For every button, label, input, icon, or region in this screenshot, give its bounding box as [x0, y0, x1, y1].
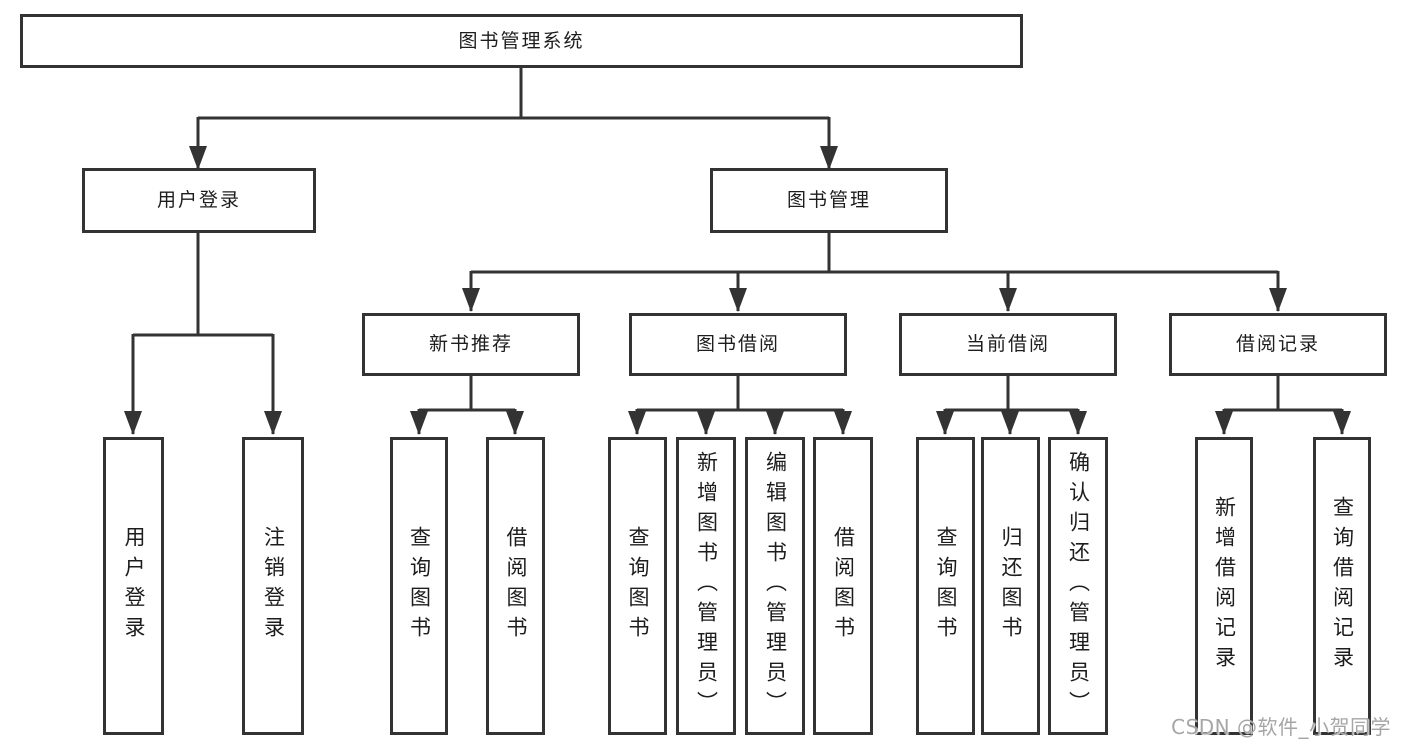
- leaf-cb-confirm-return-admin: 确认归还（管理员）: [1048, 437, 1108, 735]
- connector-book-mgmt-to-level3: [462, 233, 1287, 312]
- connector-borrow-records-children: [1215, 376, 1351, 435]
- node-book-management: 图书管理: [710, 168, 948, 233]
- node-user-login: 用户登录: [82, 168, 316, 233]
- leaf-cb-query-books: 查询图书: [916, 437, 975, 735]
- node-new-book-recommend: 新书推荐: [362, 313, 580, 376]
- leaf-bb-query-books: 查询图书: [608, 437, 667, 735]
- leaf-bb-borrow-books: 借阅图书: [813, 437, 873, 735]
- node-borrow-records: 借阅记录: [1169, 313, 1387, 376]
- csdn-watermark: CSDN @软件_小贺同学: [1171, 715, 1391, 739]
- connector-root-to-level2: [189, 68, 838, 170]
- leaf-user-login: 用户登录: [103, 437, 164, 735]
- connector-book-borrow-children: [628, 376, 852, 435]
- node-current-borrow: 当前借阅: [899, 313, 1117, 376]
- connector-new-rec-children: [410, 376, 524, 435]
- connector-user-login-children: [124, 233, 282, 435]
- leaf-br-query-record: 查询借阅记录: [1313, 437, 1371, 735]
- leaf-logout: 注销登录: [242, 437, 304, 735]
- node-book-borrow: 图书借阅: [629, 313, 847, 376]
- leaf-newrec-borrow-books: 借阅图书: [486, 437, 545, 735]
- leaf-bb-edit-books-admin: 编辑图书（管理员）: [745, 437, 805, 735]
- leaf-br-add-record: 新增借阅记录: [1195, 437, 1253, 735]
- leaf-newrec-query-books: 查询图书: [390, 437, 448, 735]
- leaf-cb-return-books: 归还图书: [981, 437, 1040, 735]
- connector-current-borrow-children: [936, 376, 1087, 435]
- node-root-system: 图书管理系统: [20, 14, 1023, 68]
- leaf-bb-add-books-admin: 新增图书（管理员）: [676, 437, 736, 735]
